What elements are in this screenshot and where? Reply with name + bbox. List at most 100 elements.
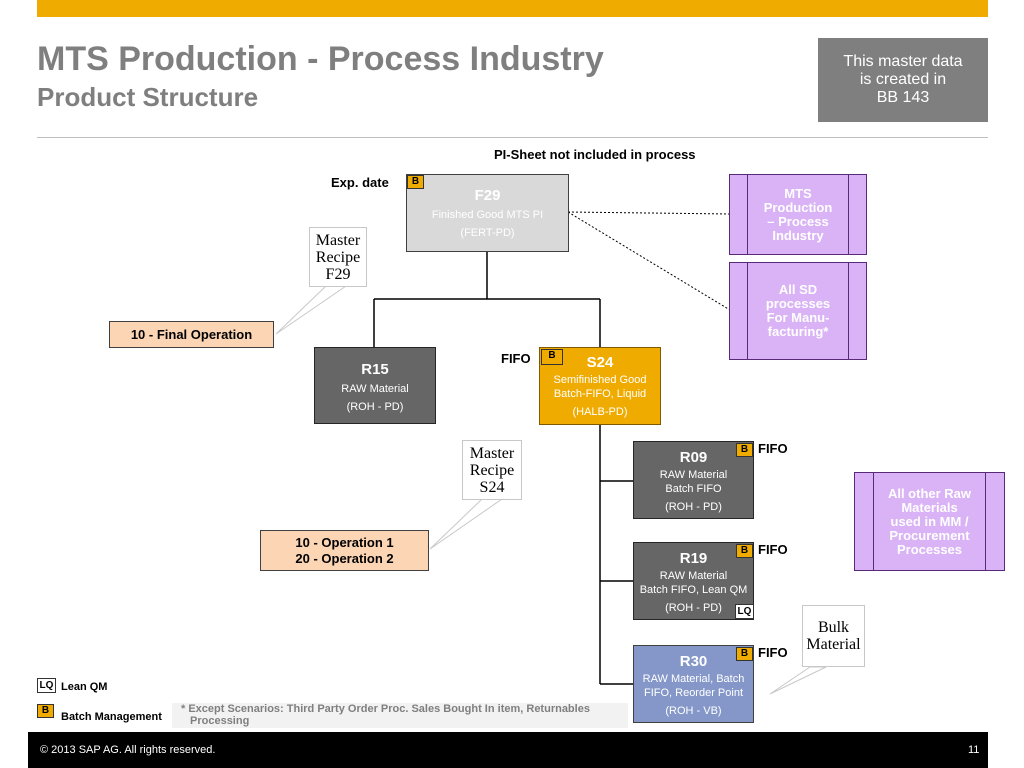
page-number: 11 — [968, 744, 980, 756]
node-desc: FIFO, Reorder Point — [643, 687, 744, 699]
batch-badge: B — [407, 175, 424, 189]
operation-final: 10 - Final Operation — [109, 321, 274, 348]
dotted-link — [567, 211, 731, 311]
node-code: (ROH - PD) — [665, 501, 722, 513]
node-title: S24 — [586, 354, 614, 371]
callout-line: Recipe — [469, 461, 515, 479]
node-desc: Finished Good MTS PI — [431, 209, 544, 221]
callout-line: Material — [806, 636, 861, 653]
operation-s24: 10 - Operation 1 20 - Operation 2 — [260, 530, 429, 571]
dotted-link — [567, 211, 731, 215]
node-code: (FERT-PD) — [460, 227, 515, 239]
fifo-label: FIFO — [501, 351, 531, 366]
master-note-line: This master data — [843, 53, 963, 70]
callout-line: Master — [315, 231, 361, 249]
node-r15: R15 RAW Material (ROH - PD) — [314, 347, 436, 424]
operation-text: 20 - Operation 2 — [295, 550, 394, 566]
fifo-label: FIFO — [758, 645, 788, 660]
side-box-raw-materials: All other Raw Materials used in MM / Pro… — [854, 472, 1005, 571]
side-box-divider — [747, 175, 748, 254]
node-code: (ROH - VB) — [665, 705, 722, 717]
side-box-divider — [985, 473, 986, 570]
side-box-line: processes — [765, 296, 831, 311]
node-code: (ROH - PD) — [346, 401, 404, 413]
node-r30: R30 RAW Material, Batch FIFO, Reorder Po… — [633, 645, 754, 723]
callout-line: Master — [469, 444, 515, 462]
master-data-note: This master data is created in BB 143 — [818, 38, 988, 122]
node-code: (ROH - PD) — [665, 602, 722, 614]
side-box-mts-production: MTS Production – Process Industry — [729, 174, 867, 255]
side-box-sd-processes: All SD processes For Manu- facturing* — [729, 262, 867, 360]
node-desc: Batch FIFO — [665, 483, 722, 495]
footnote: * Except Scenarios: Third Party Order Pr… — [172, 703, 628, 728]
pi-sheet-label: PI-Sheet not included in process — [494, 147, 696, 162]
side-box-divider — [873, 473, 874, 570]
side-box-line: Procurement — [889, 527, 970, 543]
node-desc: Semifinished Good — [553, 374, 647, 386]
page-title: MTS Production - Process Industry — [37, 40, 604, 78]
node-f29: F29 Finished Good MTS PI (FERT-PD) — [406, 174, 569, 252]
side-box-text: All other Raw Materials used in MM / Pro… — [873, 473, 986, 570]
side-box-text: MTS Production – Process Industry — [748, 175, 848, 254]
batch-badge: B — [736, 647, 753, 661]
batch-badge: B — [541, 349, 563, 365]
side-box-line: All SD — [778, 282, 818, 297]
side-box-line: For Manu- — [766, 310, 830, 325]
node-desc: Batch-FIFO, Liquid — [553, 388, 647, 400]
legend-batch-icon: B — [37, 704, 54, 718]
node-desc: Batch FIFO, Lean QM — [639, 584, 748, 596]
side-box-line: used in MM / — [890, 513, 969, 529]
footer-bar: © 2013 SAP AG. All rights reserved. 11 — [28, 732, 988, 768]
node-desc: RAW Material — [659, 570, 728, 582]
side-box-divider — [848, 175, 849, 254]
side-box-divider — [747, 263, 748, 359]
callout-tail — [429, 498, 504, 550]
side-box-line: All other Raw — [887, 485, 972, 501]
header-divider — [37, 137, 988, 138]
node-title: R30 — [679, 653, 708, 670]
operation-text: 10 - Operation 1 — [295, 534, 394, 550]
node-r19: R19 RAW Material Batch FIFO, Lean QM (RO… — [633, 542, 754, 620]
side-box-line: Processes — [896, 541, 963, 557]
node-desc: RAW Material, Batch — [642, 673, 745, 685]
node-r09: R09 RAW Material Batch FIFO (ROH - PD) — [633, 441, 754, 519]
callout-bulk-material: Bulk Material — [802, 605, 865, 667]
top-accent-bar — [37, 0, 988, 17]
callout-line: S24 — [479, 478, 505, 496]
node-code: (HALB-PD) — [572, 406, 628, 418]
side-box-line: Industry — [772, 227, 824, 243]
node-title: F29 — [474, 187, 501, 204]
batch-badge: B — [736, 544, 753, 558]
legend-lean-qm: Lean QM — [61, 681, 108, 693]
side-box-line: Production — [763, 199, 833, 215]
callout-master-recipe-s24: Master Recipe S24 — [462, 440, 522, 500]
side-box-line: MTS — [784, 185, 812, 201]
exp-date-label: Exp. date — [331, 175, 389, 190]
side-box-line: – Process — [767, 213, 829, 229]
side-box-line: facturing* — [767, 324, 829, 339]
side-box-line: Materials — [901, 499, 958, 515]
master-note-line: BB 143 — [876, 89, 930, 106]
side-box-text: All SD processes For Manu- facturing* — [748, 263, 848, 359]
node-desc: RAW Material — [659, 469, 728, 481]
legend-lean-qm-icon: LQ — [37, 678, 56, 693]
callout-master-recipe-f29: Master Recipe F29 — [309, 227, 367, 287]
copyright: © 2013 SAP AG. All rights reserved. — [40, 744, 216, 756]
callout-line: Recipe — [315, 248, 361, 266]
node-title: R15 — [361, 361, 389, 378]
fifo-label: FIFO — [758, 441, 788, 456]
lean-qm-badge: LQ — [735, 604, 754, 619]
operation-text: 10 - Final Operation — [130, 326, 253, 342]
callout-tail — [769, 666, 827, 695]
page-subtitle: Product Structure — [37, 82, 259, 112]
node-title: R09 — [679, 449, 708, 466]
callout-line: Bulk — [817, 619, 850, 636]
node-title: R19 — [679, 550, 708, 567]
callout-line: F29 — [325, 265, 351, 283]
side-box-divider — [848, 263, 849, 359]
legend-batch-management: Batch Management — [61, 711, 162, 723]
master-note-line: is created in — [859, 71, 947, 88]
fifo-label: FIFO — [758, 542, 788, 557]
node-desc: RAW Material — [341, 383, 409, 395]
